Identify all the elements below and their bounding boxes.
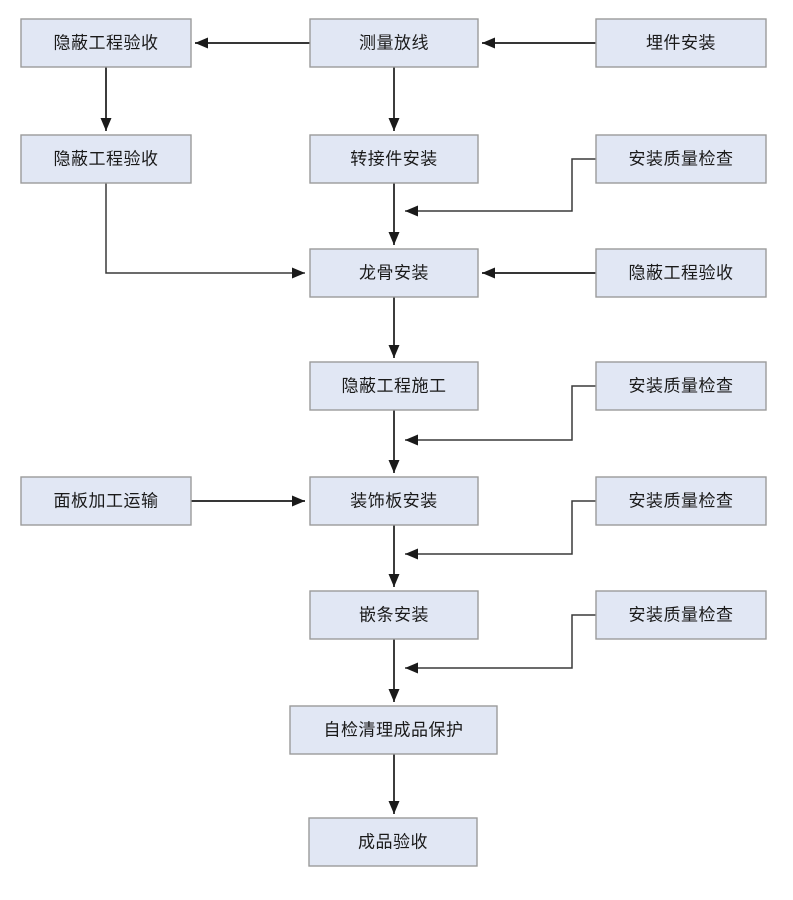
flow-connector xyxy=(388,297,400,358)
node-box[interactable] xyxy=(595,476,767,526)
flow-node-n9[interactable]: 隐蔽工程施工 xyxy=(309,361,479,411)
flow-connector xyxy=(388,639,400,702)
flow-connector xyxy=(388,754,400,814)
node-box[interactable] xyxy=(289,705,498,755)
node-box[interactable] xyxy=(20,134,192,184)
flow-node-n6[interactable]: 安装质量检查 xyxy=(595,134,767,184)
flow-node-n10[interactable]: 安装质量检查 xyxy=(595,361,767,411)
flow-connector xyxy=(405,385,596,446)
flow-connector xyxy=(405,500,596,560)
flow-connector xyxy=(195,37,310,49)
flow-node-n11[interactable]: 面板加工运输 xyxy=(20,476,192,526)
node-label: 测量放线 xyxy=(359,33,429,52)
node-label: 隐蔽工程验收 xyxy=(629,263,734,282)
flow-node-n1[interactable]: 隐蔽工程验收 xyxy=(20,18,192,68)
flow-connector xyxy=(405,158,596,217)
node-box[interactable] xyxy=(595,248,767,298)
flow-node-n7[interactable]: 龙骨安装 xyxy=(309,248,479,298)
node-label: 嵌条安装 xyxy=(359,605,429,624)
node-label: 安装质量检查 xyxy=(629,605,734,624)
node-label: 隐蔽工程验收 xyxy=(54,149,159,168)
node-label: 安装质量检查 xyxy=(629,376,734,395)
flow-connector xyxy=(105,183,305,279)
node-box[interactable] xyxy=(309,361,479,411)
flow-connector xyxy=(388,67,400,131)
flow-node-n3[interactable]: 埋件安装 xyxy=(595,18,767,68)
flow-node-n4[interactable]: 隐蔽工程验收 xyxy=(20,134,192,184)
node-box[interactable] xyxy=(595,361,767,411)
node-box[interactable] xyxy=(308,817,478,867)
node-label: 转接件安装 xyxy=(350,149,438,168)
node-box[interactable] xyxy=(309,476,479,526)
flow-node-n5[interactable]: 转接件安装 xyxy=(309,134,479,184)
flow-node-n16[interactable]: 自检清理成品保护 xyxy=(289,705,498,755)
flow-node-n14[interactable]: 嵌条安装 xyxy=(309,590,479,640)
node-box[interactable] xyxy=(595,134,767,184)
flow-node-n2[interactable]: 测量放线 xyxy=(309,18,479,68)
node-box[interactable] xyxy=(309,134,479,184)
node-label: 成品验收 xyxy=(358,832,428,851)
flow-connector xyxy=(482,267,596,279)
node-label: 面板加工运输 xyxy=(54,491,159,510)
flow-connector xyxy=(388,410,400,473)
flow-connector xyxy=(191,495,305,507)
node-box[interactable] xyxy=(20,476,192,526)
node-box[interactable] xyxy=(595,18,767,68)
flow-node-n8[interactable]: 隐蔽工程验收 xyxy=(595,248,767,298)
node-box[interactable] xyxy=(595,590,767,640)
node-label: 隐蔽工程验收 xyxy=(54,33,159,52)
node-box[interactable] xyxy=(309,590,479,640)
edge-layer xyxy=(100,37,766,814)
node-label: 龙骨安装 xyxy=(359,263,429,282)
flow-connector xyxy=(388,183,400,245)
node-layer: 隐蔽工程验收测量放线埋件安装隐蔽工程验收转接件安装安装质量检查龙骨安装隐蔽工程验… xyxy=(20,18,767,867)
flow-node-n13[interactable]: 安装质量检查 xyxy=(595,476,767,526)
flow-connector xyxy=(388,525,400,587)
flow-connector xyxy=(405,614,596,674)
node-label: 安装质量检查 xyxy=(629,491,734,510)
node-label: 自检清理成品保护 xyxy=(324,720,464,739)
node-label: 隐蔽工程施工 xyxy=(342,376,447,395)
flow-node-n12[interactable]: 装饰板安装 xyxy=(309,476,479,526)
flow-node-n15[interactable]: 安装质量检查 xyxy=(595,590,767,640)
flow-connector xyxy=(100,67,112,131)
node-label: 埋件安装 xyxy=(646,33,716,52)
node-label: 装饰板安装 xyxy=(350,491,438,510)
node-box[interactable] xyxy=(309,248,479,298)
node-label: 安装质量检查 xyxy=(629,149,734,168)
node-box[interactable] xyxy=(309,18,479,68)
node-box[interactable] xyxy=(20,18,192,68)
flow-node-n17[interactable]: 成品验收 xyxy=(308,817,478,867)
